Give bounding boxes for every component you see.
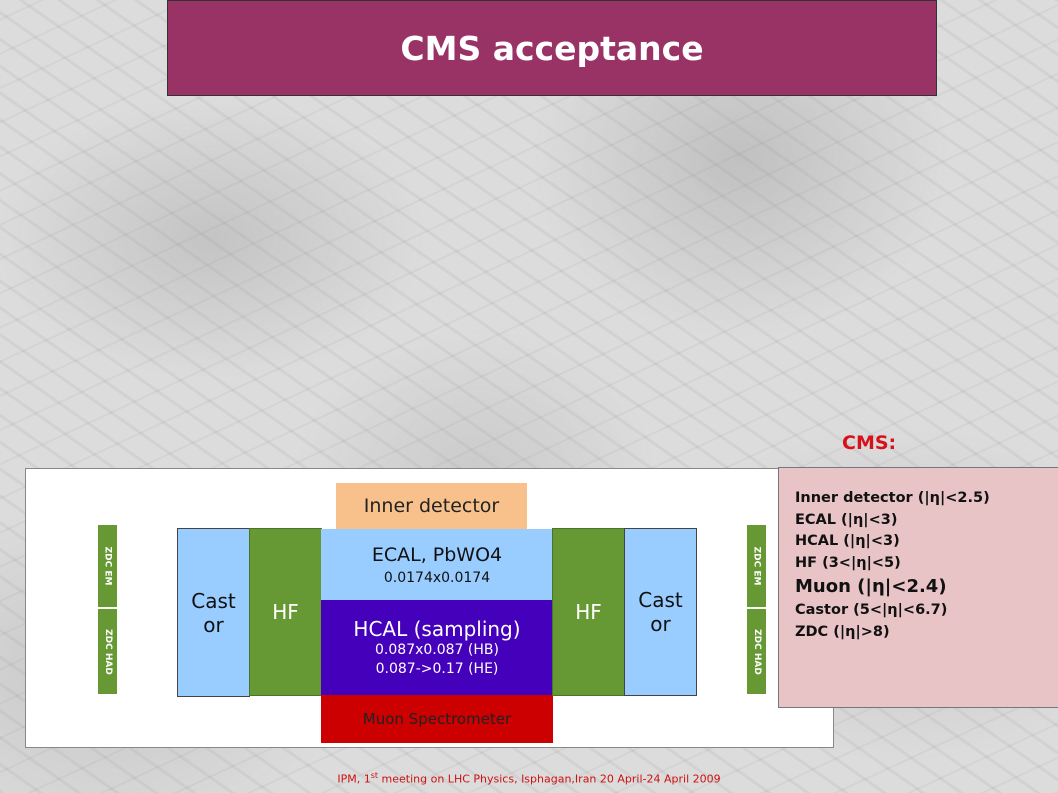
muon-spectrometer-block: Muon Spectrometer — [321, 695, 553, 743]
zdc-had-left-label: ZDC HAD — [102, 628, 113, 675]
acceptance-info-box: Inner detector (|η|<2.5) ECAL (|η|<3) HC… — [778, 467, 1058, 708]
cms-label: CMS: — [842, 432, 897, 454]
title-banner: CMS acceptance — [167, 0, 937, 96]
castor-left: Cast or — [177, 528, 250, 697]
hf-left: HF — [249, 528, 322, 696]
hcal-he-granularity: 0.087->0.17 (HE) — [375, 660, 499, 677]
ecal-block: ECAL, PbWO4 0.0174x0.0174 — [321, 529, 553, 600]
castor-right-line1: Cast — [638, 588, 683, 612]
ecal-granularity: 0.0174x0.0174 — [383, 569, 491, 586]
castor-right-line2: or — [650, 612, 671, 636]
acceptance-hcal: HCAL (|η|<3) — [795, 533, 900, 549]
ecal-label: ECAL, PbWO4 — [371, 543, 503, 566]
zdc-em-left: ZDC EM — [98, 525, 117, 607]
zdc-em-left-label: ZDC EM — [102, 546, 113, 586]
hf-right-label: HF — [575, 600, 602, 624]
zdc-em-right: ZDC EM — [747, 525, 766, 607]
zdc-had-right-label: ZDC HAD — [751, 628, 762, 675]
acceptance-castor: Castor (5<|η|<6.7) — [795, 602, 948, 618]
acceptance-zdc: ZDC (|η|>8) — [795, 623, 890, 640]
footer-sup: st — [370, 771, 379, 780]
footer-post: meeting on LHC Physics, Isphagan,Iran 20… — [378, 772, 721, 786]
castor-left-line1: Cast — [191, 588, 236, 613]
inner-detector-label: Inner detector — [363, 495, 500, 517]
hf-left-label: HF — [272, 600, 299, 624]
acceptance-muon: Muon (|η|<2.4) — [795, 576, 947, 597]
hcal-label: HCAL (sampling) — [353, 616, 521, 641]
castor-right: Cast or — [624, 528, 697, 696]
hcal-hb-granularity: 0.087x0.087 (HB) — [375, 641, 499, 658]
footer-pre: IPM, 1 — [337, 772, 371, 786]
hcal-block: HCAL (sampling) 0.087x0.087 (HB) 0.087->… — [321, 600, 553, 695]
inner-detector-block: Inner detector — [336, 483, 527, 529]
acceptance-hf: HF (3<|η|<5) — [795, 554, 901, 571]
footer-text: IPM, 1st meeting on LHC Physics, Isphaga… — [0, 771, 1058, 786]
acceptance-ecal: ECAL (|η|<3) — [795, 511, 898, 528]
muon-spectrometer-label: Muon Spectrometer — [362, 710, 512, 728]
acceptance-inner: Inner detector (|η|<2.5) — [795, 490, 990, 506]
hf-right: HF — [552, 528, 625, 696]
zdc-had-left: ZDC HAD — [98, 609, 117, 694]
castor-left-line2: or — [203, 612, 224, 637]
zdc-em-right-label: ZDC EM — [751, 546, 762, 586]
zdc-had-right: ZDC HAD — [747, 609, 766, 694]
page-title: CMS acceptance — [400, 28, 704, 68]
